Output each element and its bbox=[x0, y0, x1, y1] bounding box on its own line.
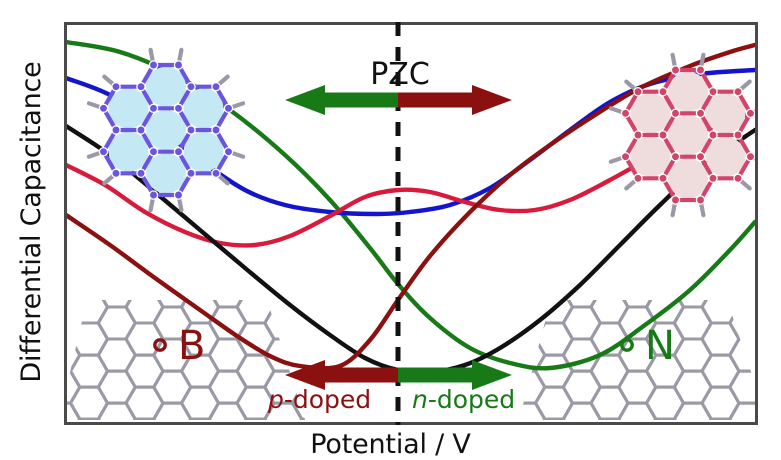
n-doped-suffix: -doped bbox=[427, 385, 516, 414]
n-doped-prefix: n bbox=[412, 385, 428, 414]
boron-dopant-label: B bbox=[178, 323, 206, 369]
nitrogen-dopant-label: N bbox=[645, 323, 675, 369]
plot-canvas bbox=[67, 39, 755, 420]
y-axis-label: Differential Capacitance bbox=[16, 61, 47, 383]
pzc-label: PZC bbox=[370, 57, 430, 92]
p-doped-prefix: p bbox=[268, 385, 284, 414]
plot-frame bbox=[64, 22, 758, 425]
coronene-red bbox=[608, 52, 755, 218]
figure-root: Differential Capacitance Potential / V P… bbox=[16, 22, 758, 460]
boron-atom bbox=[153, 338, 167, 352]
n-doped-label: n-doped bbox=[412, 385, 515, 414]
p-doped-label: p-doped bbox=[268, 385, 371, 414]
coronene-blue bbox=[86, 47, 246, 213]
p-doped-suffix: -doped bbox=[283, 385, 372, 414]
